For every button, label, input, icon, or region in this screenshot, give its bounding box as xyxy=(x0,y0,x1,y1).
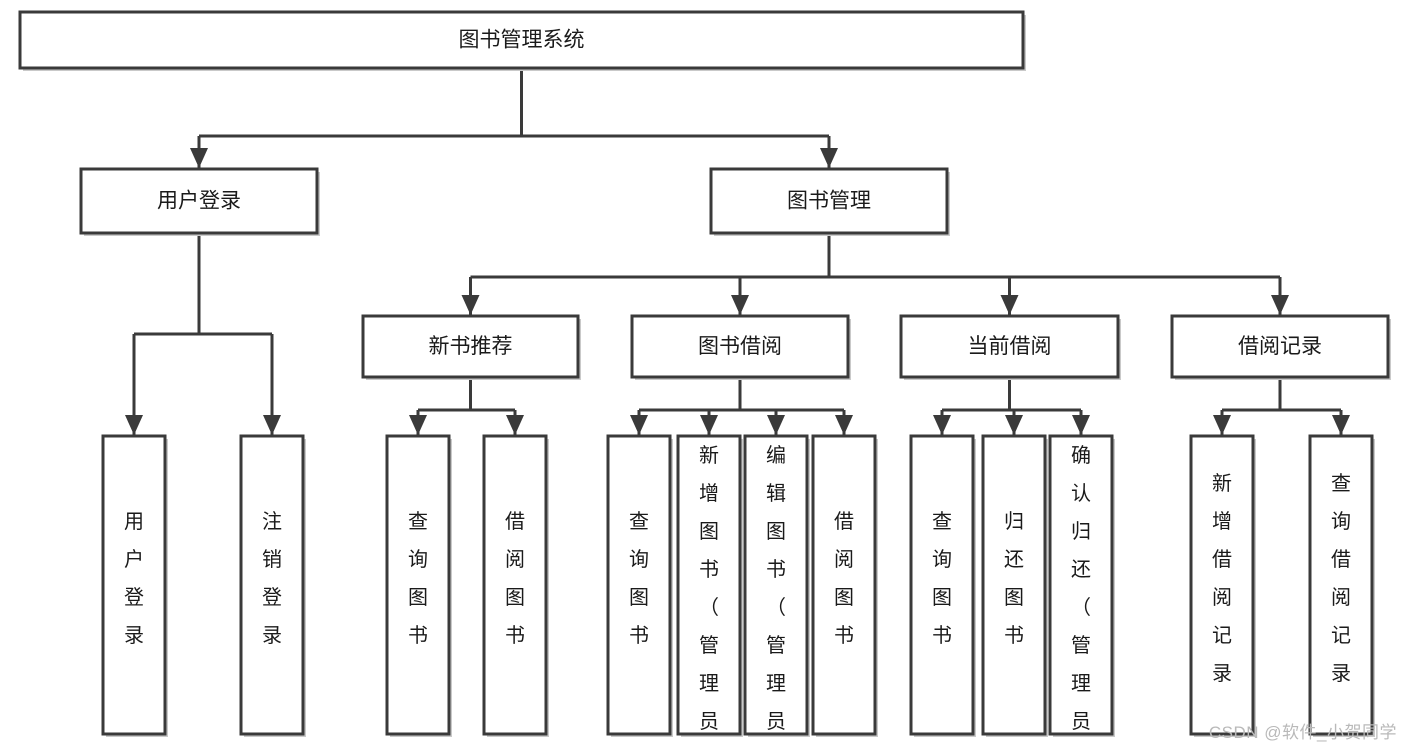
node-rect[interactable] xyxy=(606,434,672,736)
node-rect[interactable] xyxy=(743,434,809,736)
node-leaf-add-book[interactable]: 新增图书（管理员） xyxy=(676,434,743,747)
node-leaf-query-book-2[interactable]: 查询图书 xyxy=(606,434,673,737)
arrow-head-icon xyxy=(263,415,281,435)
node-leaf-query-book-3[interactable]: 查询图书 xyxy=(909,434,976,737)
arrow-head-icon xyxy=(767,415,785,435)
node-book-borrow[interactable]: 图书借阅 xyxy=(630,314,851,380)
node-label: 注销登录 xyxy=(262,510,282,647)
node-layer: 图书管理系统用户登录图书管理新书推荐图书借阅当前借阅借阅记录用户登录注销登录查询… xyxy=(18,10,1391,747)
node-label: 借阅图书 xyxy=(505,510,525,647)
node-rect[interactable] xyxy=(101,434,167,736)
node-current-borrow[interactable]: 当前借阅 xyxy=(899,314,1121,380)
node-rect[interactable] xyxy=(1048,434,1114,736)
node-rect[interactable] xyxy=(909,434,975,736)
node-book-manage[interactable]: 图书管理 xyxy=(709,167,950,236)
arrow-head-icon xyxy=(409,415,427,435)
node-leaf-user-login[interactable]: 用户登录 xyxy=(101,434,168,737)
node-leaf-return-book[interactable]: 归还图书 xyxy=(981,434,1048,737)
node-rect[interactable] xyxy=(981,434,1047,736)
node-rect[interactable] xyxy=(385,434,451,736)
watermark-text: CSDN @软件_小贺同学 xyxy=(1208,723,1397,742)
node-rect[interactable] xyxy=(361,314,580,379)
node-label: 用户登录 xyxy=(124,511,144,647)
node-rect[interactable] xyxy=(1308,434,1374,736)
node-rect[interactable] xyxy=(811,434,877,736)
node-leaf-query-record[interactable]: 查询借阅记录 xyxy=(1308,434,1375,737)
node-rect[interactable] xyxy=(899,314,1120,379)
arrow-head-icon xyxy=(1005,415,1023,435)
arrow-head-icon xyxy=(1213,415,1231,435)
node-rect[interactable] xyxy=(676,434,742,736)
node-label: 图书管理系统 xyxy=(459,29,585,52)
node-rect[interactable] xyxy=(1170,314,1390,379)
node-label: 编辑图书（管理员） xyxy=(766,444,786,747)
arrow-head-icon xyxy=(820,148,838,168)
node-root[interactable]: 图书管理系统 xyxy=(18,10,1026,71)
node-label: 借阅记录 xyxy=(1238,335,1322,358)
node-leaf-confirm-return[interactable]: 确认归还（管理员） xyxy=(1048,434,1115,747)
arrow-head-icon xyxy=(933,415,951,435)
arrow-head-icon xyxy=(835,415,853,435)
node-borrow-record[interactable]: 借阅记录 xyxy=(1170,314,1391,380)
arrow-head-icon xyxy=(630,415,648,435)
arrow-head-icon xyxy=(700,415,718,435)
arrow-head-icon xyxy=(461,295,480,315)
node-label: 新增借阅记录 xyxy=(1212,472,1232,685)
node-rect[interactable] xyxy=(630,314,850,379)
node-label: 查询图书 xyxy=(408,510,428,647)
node-rect[interactable] xyxy=(1189,434,1255,736)
node-rect[interactable] xyxy=(239,434,305,736)
node-label: 图书管理 xyxy=(787,190,871,213)
node-label: 当前借阅 xyxy=(968,335,1052,358)
node-label: 确认归还（管理员） xyxy=(1071,444,1091,747)
node-new-book-recommend[interactable]: 新书推荐 xyxy=(361,314,581,380)
node-label: 图书借阅 xyxy=(698,335,782,358)
arrow-head-icon xyxy=(506,415,524,435)
node-label: 借阅图书 xyxy=(834,510,854,647)
node-leaf-borrow-book-1[interactable]: 借阅图书 xyxy=(482,434,549,737)
node-rect[interactable] xyxy=(709,167,949,235)
node-label: 查询图书 xyxy=(629,510,649,647)
arrow-head-icon xyxy=(1000,295,1019,315)
arrow-head-icon xyxy=(125,415,143,435)
node-rect[interactable] xyxy=(482,434,548,736)
node-leaf-borrow-book-2[interactable]: 借阅图书 xyxy=(811,434,878,737)
node-label: 用户登录 xyxy=(157,190,241,213)
node-label: 查询借阅记录 xyxy=(1331,472,1351,685)
node-label: 新书推荐 xyxy=(429,335,513,358)
arrow-head-icon xyxy=(1072,415,1090,435)
node-leaf-add-record[interactable]: 新增借阅记录 xyxy=(1189,434,1256,737)
arrow-head-icon xyxy=(190,148,208,168)
arrow-head-icon xyxy=(731,295,749,315)
node-leaf-user-logout[interactable]: 注销登录 xyxy=(239,434,306,737)
node-label: 新增图书（管理员） xyxy=(699,444,719,747)
node-user-login[interactable]: 用户登录 xyxy=(79,167,320,236)
node-rect[interactable] xyxy=(79,167,319,235)
node-label: 查询图书 xyxy=(932,510,952,647)
arrow-head-icon xyxy=(1271,295,1289,315)
connector-layer xyxy=(125,68,1350,435)
node-leaf-query-book-1[interactable]: 查询图书 xyxy=(385,434,452,737)
node-label: 归还图书 xyxy=(1004,510,1024,647)
node-leaf-edit-book[interactable]: 编辑图书（管理员） xyxy=(743,434,810,747)
node-rect[interactable] xyxy=(18,10,1025,70)
arrow-head-icon xyxy=(1332,415,1350,435)
